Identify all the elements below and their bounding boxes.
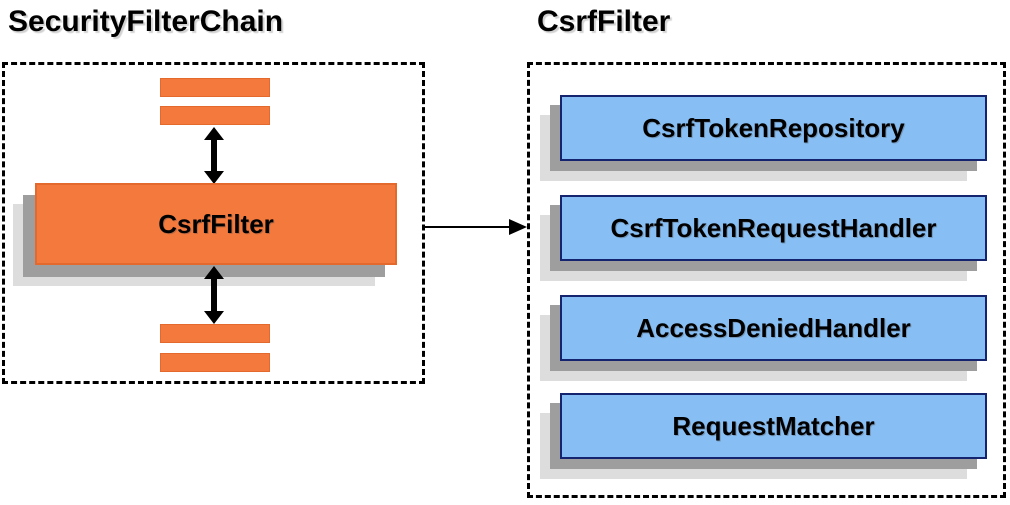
arrow-shaft xyxy=(211,138,217,173)
csrf-filter-node-label: CsrfFilter xyxy=(35,183,397,265)
bidirectional-arrow xyxy=(204,266,224,324)
arrow-shaft xyxy=(211,277,217,313)
component-node-label: CsrfTokenRequestHandler xyxy=(560,195,987,261)
csrf-filter-node: CsrfFilter xyxy=(13,183,397,286)
arrow-head-up-icon xyxy=(204,266,224,279)
component-node-label: AccessDeniedHandler xyxy=(560,295,987,361)
flow-arrow xyxy=(425,219,527,235)
filter-bar xyxy=(160,106,270,125)
filter-bar xyxy=(160,353,270,372)
arrow-head-up-icon xyxy=(204,127,224,140)
component-node-csrf-token-repository: CsrfTokenRepository xyxy=(540,95,987,181)
bidirectional-arrow xyxy=(204,127,224,184)
arrow-head-down-icon xyxy=(204,171,224,184)
arrow-shaft xyxy=(425,226,511,228)
security-filter-chain-group: CsrfFilter xyxy=(2,62,425,384)
component-node-request-matcher: RequestMatcher xyxy=(540,393,987,479)
arrow-head-down-icon xyxy=(204,311,224,324)
filter-bar xyxy=(160,78,270,97)
component-node-label: RequestMatcher xyxy=(560,393,987,459)
filter-bar xyxy=(160,324,270,343)
csrf-filter-group: CsrfTokenRepository CsrfTokenRequestHand… xyxy=(527,62,1006,498)
arrow-head-right-icon xyxy=(509,219,527,235)
component-node-csrf-token-request-handler: CsrfTokenRequestHandler xyxy=(540,195,987,281)
component-node-access-denied-handler: AccessDeniedHandler xyxy=(540,295,987,381)
security-filter-chain-title: SecurityFilterChain xyxy=(8,5,284,38)
csrf-filter-title: CsrfFilter xyxy=(537,5,671,38)
component-node-label: CsrfTokenRepository xyxy=(560,95,987,161)
